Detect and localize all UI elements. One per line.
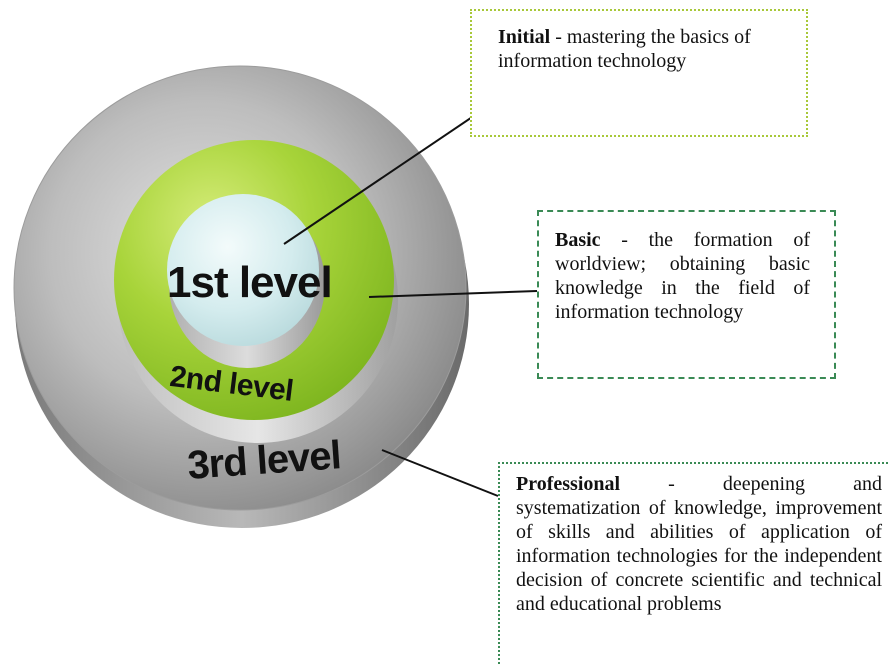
basic-level-box: Basic - the formation of worldview; obta… (537, 210, 836, 379)
connector-basic (368, 290, 538, 298)
initial-level-title: Initial (498, 26, 551, 48)
professional-level-description: - deepening and systematization of knowl… (516, 473, 882, 615)
professional-level-box: Professional - deepening and systematiza… (498, 462, 888, 664)
initial-level-description: - mastering the basics of information te… (498, 26, 751, 72)
basic-level-title: Basic (555, 229, 601, 251)
basic-level-description: - the formation of worldview; obtaining … (555, 229, 810, 323)
professional-level-title: Professional (516, 473, 621, 495)
level-1-label: 1st level (167, 258, 333, 307)
connector-professional (381, 449, 499, 497)
initial-level-box: Initial - mastering the basics of inform… (470, 9, 808, 137)
connector-initial (283, 102, 494, 245)
